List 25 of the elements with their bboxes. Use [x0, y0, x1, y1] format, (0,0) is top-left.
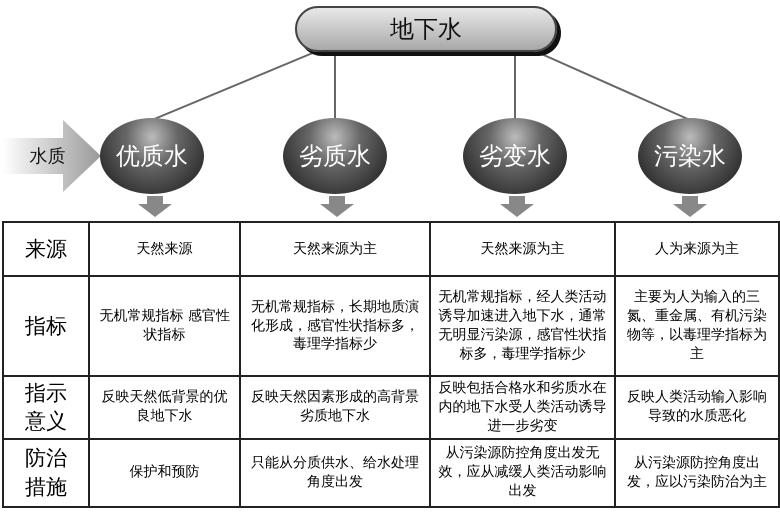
category-ellipse: 劣变水 — [463, 118, 567, 194]
table-text: 无机常规指标，长期地质演化形成，感官性状指标多，毒理学指标少 — [251, 298, 420, 352]
table-text: 主要为人为输入的三氮、重金属、有机污染物等，以毒理学指标为主 — [627, 289, 768, 362]
row-header: 防治措施 — [24, 445, 68, 501]
category-ellipse: 污染水 — [638, 118, 742, 194]
table-text: 只能从分质供水、给水处理角度出发 — [251, 454, 420, 490]
table-text: 无机常规指标 感官性状指标 — [99, 308, 230, 343]
table-text: 从污染源防控角度出发，应以污染防治为主 — [627, 454, 768, 490]
table-text: 天然来源为主 — [480, 240, 565, 257]
arrow-label: 水质 — [0, 120, 95, 192]
row-header: 来源 — [24, 236, 68, 263]
table-text: 反映天然低背景的优良地下水 — [102, 389, 228, 424]
table-text: 保护和预防 — [130, 464, 200, 480]
table-text: 从污染源防控角度出发无效，应从减缓人类活动影响出发 — [438, 445, 607, 500]
table-text: 天然来源 — [136, 240, 193, 257]
table-text: 天然来源为主 — [293, 240, 378, 257]
category-ellipse: 劣质水 — [283, 118, 387, 194]
category-ellipse: 优质水 — [100, 118, 204, 194]
row-header: 指示意义 — [24, 380, 68, 436]
table-text: 人为来源为主 — [655, 240, 740, 257]
table-text: 反映包括合格水和劣质水在内的地下水受人类活动诱导进一步劣变 — [438, 380, 607, 434]
table-text: 无机常规指标，经人类活动诱导加速进入地下水，通常无明显污染源，感官性状指标多，毒理学指标少 — [438, 289, 607, 362]
row-header: 指标 — [24, 312, 68, 340]
table-text: 反映人类活动输入影响导致的水质恶化 — [627, 389, 768, 424]
table-text: 反映天然因素形成的高背景劣质地下水 — [251, 389, 420, 424]
